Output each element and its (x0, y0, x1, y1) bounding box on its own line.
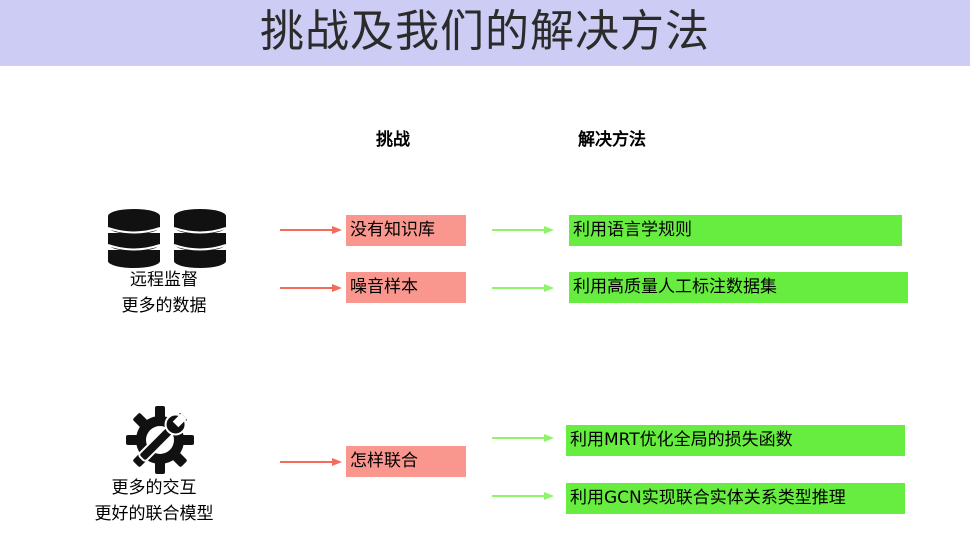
solution-box-3: 利用MRT优化全局的损失函数 (566, 425, 905, 456)
group1-label-line1: 远程监督 (130, 270, 198, 290)
challenge-arrow-3 (280, 458, 342, 466)
solution-box-2: 利用高质量人工标注数据集 (569, 272, 908, 303)
challenge-arrow-2 (280, 284, 342, 292)
title-bar (0, 0, 970, 66)
solution-arrow-3 (492, 434, 554, 442)
group2-label-line2: 更好的联合模型 (94, 504, 214, 524)
challenge-arrow-1 (280, 226, 342, 234)
header-challenge: 挑战 (376, 130, 410, 150)
solution-arrow-4 (492, 492, 554, 500)
solution-arrow-1 (492, 226, 554, 234)
solution-box-1: 利用语言学规则 (569, 215, 902, 246)
header-solution: 解决方法 (578, 130, 646, 150)
solution-box-4: 利用GCN实现联合实体关系类型推理 (566, 483, 905, 514)
group2-label-line1: 更多的交互 (111, 478, 197, 498)
challenge-box-1: 没有知识库 (346, 215, 466, 246)
database-icon (107, 209, 227, 268)
solution-arrow-2 (492, 284, 554, 292)
challenge-box-2: 噪音样本 (346, 272, 466, 303)
gear-wrench-icon (126, 406, 194, 474)
page-title: 挑战及我们的解决方法 (260, 6, 710, 57)
challenge-box-3: 怎样联合 (346, 446, 466, 477)
group1-label-line2: 更多的数据 (121, 296, 207, 316)
